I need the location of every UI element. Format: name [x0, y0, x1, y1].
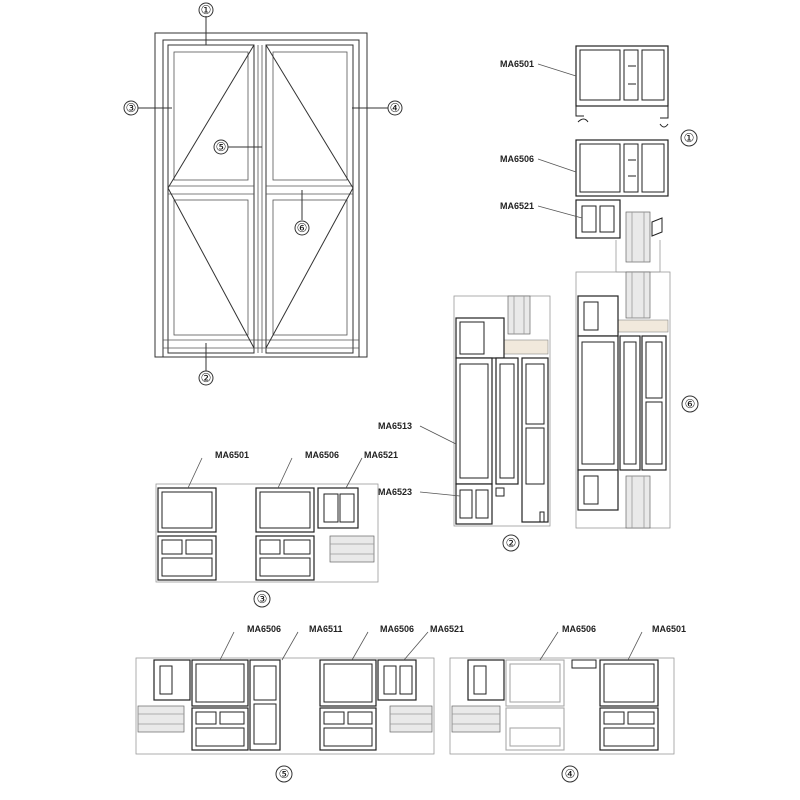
marker-circle-5	[213, 139, 229, 155]
right-leaf-swing-lines	[265, 44, 354, 349]
label-ma6521-s1: MA6521	[500, 201, 534, 211]
marker-circle-1-top	[198, 2, 214, 18]
marker-circle-3-section	[253, 590, 271, 608]
right-upper-panel	[272, 51, 348, 181]
marker-3-section: ③	[257, 592, 268, 606]
label-ma6506-s4: MA6506	[562, 624, 596, 634]
left-upper-panel	[173, 51, 249, 181]
marker-circle-4	[387, 100, 403, 116]
marker-6-elevation: ⑥	[297, 221, 308, 235]
section-6-detail: ⑥	[575, 271, 699, 529]
label-ma6521-s5: MA6521	[430, 624, 464, 634]
section-3-detail: MA6501 MA6506 MA6521 ③	[155, 450, 398, 608]
marker-circle-2	[198, 370, 214, 386]
label-ma6506-s5b: MA6506	[380, 624, 414, 634]
section-5-detail: MA6506 MA6511 MA6506 MA6521 ⑤	[135, 624, 464, 783]
label-ma6521-s3: MA6521	[364, 450, 398, 460]
door-elevation	[154, 32, 368, 358]
marker-2-section: ②	[506, 536, 517, 550]
label-ma6511: MA6511	[309, 624, 343, 634]
marker-5-section: ⑤	[279, 767, 290, 781]
marker-circle-3	[123, 100, 139, 116]
marker-circle-6-section	[681, 395, 699, 413]
left-lower-panel	[173, 199, 249, 336]
marker-1-top: ①	[201, 3, 212, 17]
label-ma6501-s3: MA6501	[215, 450, 249, 460]
right-lower-panel	[272, 199, 348, 336]
label-ma6501-s1: MA6501	[500, 59, 534, 69]
marker-3-elevation: ③	[126, 101, 137, 115]
marker-4-elevation: ④	[390, 101, 401, 115]
left-leaf	[167, 44, 255, 354]
label-ma6506-s5a: MA6506	[247, 624, 281, 634]
label-ma6506-s1: MA6506	[500, 154, 534, 164]
left-leaf-swing-lines	[167, 44, 255, 349]
marker-circle-5-section	[275, 765, 293, 783]
marker-circle-4-section	[561, 765, 579, 783]
door-outer-frame	[154, 32, 368, 358]
marker-6-section: ⑥	[685, 397, 696, 411]
marker-2-elevation: ②	[201, 371, 212, 385]
label-ma6506-s3: MA6506	[305, 450, 339, 460]
label-ma6513: MA6513	[378, 421, 412, 431]
right-leaf	[265, 44, 354, 354]
marker-5-elevation: ⑤	[216, 140, 227, 154]
door-inner-frame	[162, 39, 360, 358]
marker-4-section: ④	[565, 767, 576, 781]
marker-circle-6	[294, 220, 310, 236]
section-1-detail: MA6501 MA6506 MA6521 ①	[500, 45, 698, 273]
elevation-callouts: ① ② ③ ④ ⑤ ⑥	[123, 2, 403, 386]
marker-1-section: ①	[684, 131, 695, 145]
section-4-detail: MA6506 MA6501 ④	[449, 624, 686, 783]
label-ma6523: MA6523	[378, 487, 412, 497]
section-2-detail: MA6513 MA6523 ②	[378, 295, 551, 552]
label-ma6501-s4: MA6501	[652, 624, 686, 634]
marker-circle-2-section	[502, 534, 520, 552]
marker-circle-1-section	[680, 129, 698, 147]
